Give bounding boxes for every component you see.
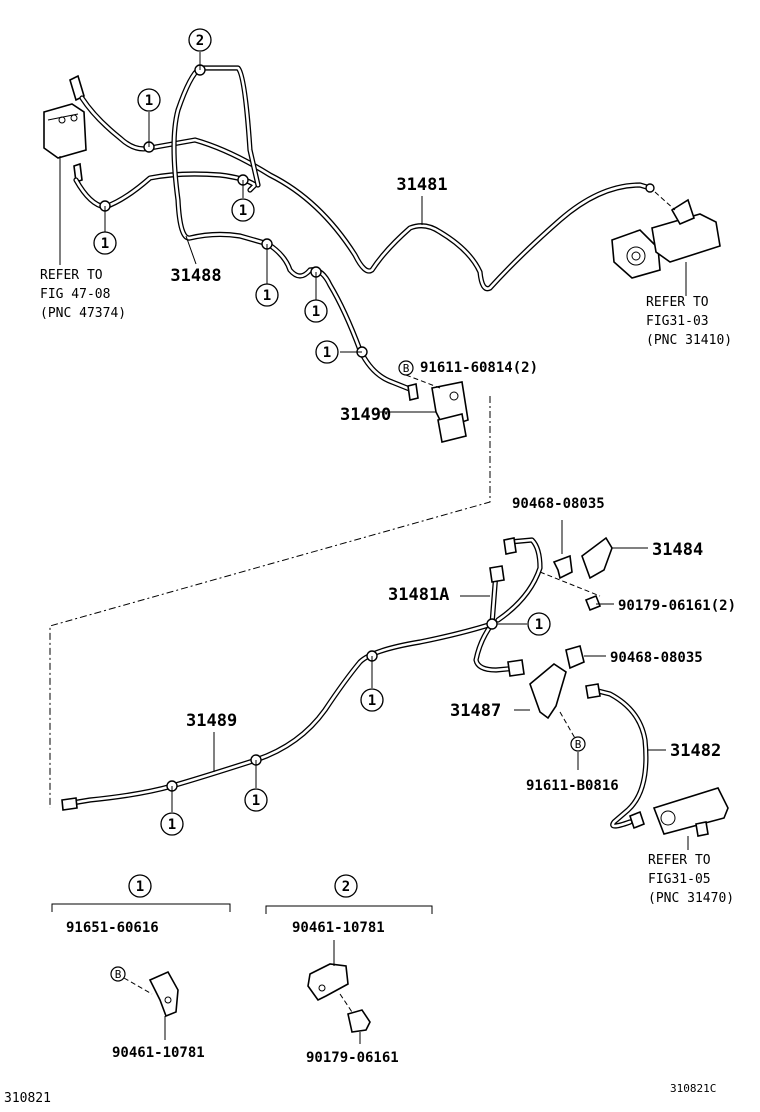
label-31490: 31490: [340, 405, 391, 425]
svg-text:(PNC 31470): (PNC 31470): [648, 891, 734, 906]
svg-text:REFER TO: REFER TO: [40, 268, 103, 283]
pipe-31489: [63, 621, 495, 807]
label-91611-b0816: 91611-B0816: [526, 778, 619, 794]
svg-text:(PNC 47374): (PNC 47374): [40, 306, 126, 321]
ref-note-right-bottom: REFER TO FIG31-05 (PNC 31470): [648, 853, 734, 906]
svg-text:2: 2: [342, 879, 350, 895]
svg-text:1: 1: [136, 879, 144, 895]
pipe-31488: [171, 65, 415, 393]
marker-1: 1: [239, 203, 247, 219]
label-90468-08035-b: 90468-08035: [610, 650, 703, 666]
svg-text:REFER TO: REFER TO: [648, 853, 711, 868]
lower-fittings: [61, 537, 601, 811]
legend-1-part-a: 91651-60616: [66, 920, 159, 936]
marker-1: 1: [323, 345, 331, 361]
marker-1: 1: [101, 236, 109, 252]
svg-text:B: B: [115, 968, 122, 981]
svg-text:(PNC 31410): (PNC 31410): [646, 333, 732, 348]
svg-text:1: 1: [368, 693, 376, 709]
callout-markers-lower: 1 1 1 1: [160, 612, 551, 836]
ref-note-left: REFER TO FIG 47-08 (PNC 47374): [40, 268, 126, 321]
assembly-link-line: [49, 396, 491, 808]
part-31484: [539, 520, 648, 612]
svg-text:B: B: [403, 362, 410, 375]
footer-left-code: 310821: [4, 1091, 51, 1106]
marker-1: 1: [312, 304, 320, 320]
svg-text:1: 1: [168, 817, 176, 833]
left-component: [43, 74, 87, 265]
label-31481a: 31481A: [388, 585, 449, 605]
pipe-31490-line: [73, 171, 258, 210]
lower-clip-points: [166, 618, 498, 792]
svg-text:1: 1: [535, 617, 543, 633]
ref-note-right-top: REFER TO FIG31-03 (PNC 31410): [646, 295, 732, 348]
callout-markers-upper: 1 2 1 1 1 1 1: [93, 28, 362, 364]
legend-1-part-b: 90461-10781: [112, 1045, 205, 1061]
slave-cylinder: [629, 749, 729, 850]
svg-text:1: 1: [252, 793, 260, 809]
label-31482: 31482: [670, 741, 721, 761]
label-31488: 31488: [170, 266, 221, 286]
legend-2-part-a: 90461-10781: [292, 920, 385, 936]
label-31481: 31481: [396, 175, 447, 195]
marker-1: 1: [145, 93, 153, 109]
master-cylinder: [611, 183, 721, 296]
svg-text:REFER TO: REFER TO: [646, 295, 709, 310]
legend-group-1: 1 B: [51, 874, 231, 1040]
part-31490: [380, 381, 469, 443]
svg-text:FIG 47-08: FIG 47-08: [40, 287, 110, 302]
bolt-marker-upper: B: [398, 360, 441, 389]
svg-text:FIG31-05: FIG31-05: [648, 872, 711, 887]
label-90179-06161-2: 90179-06161(2): [618, 598, 736, 614]
pipe-31481a: [473, 537, 543, 673]
pipe-31482: [591, 687, 649, 829]
legend-2-part-b: 90179-06161: [306, 1050, 399, 1066]
svg-text:B: B: [575, 738, 582, 751]
marker-1: 1: [263, 288, 271, 304]
label-31489: 31489: [186, 711, 237, 731]
label-31484: 31484: [652, 540, 703, 560]
label-31487: 31487: [450, 701, 501, 721]
part-31487: B: [514, 645, 606, 770]
label-bolt-91611-60814: 91611-60814(2): [420, 360, 538, 376]
pipe-31481: [79, 95, 653, 292]
svg-text:FIG31-03: FIG31-03: [646, 314, 709, 329]
label-90468-08035-a: 90468-08035: [512, 496, 605, 512]
marker-2: 2: [196, 33, 204, 49]
footer-right-code: 310821C: [670, 1082, 716, 1095]
legend-group-2: 2: [265, 874, 433, 1044]
